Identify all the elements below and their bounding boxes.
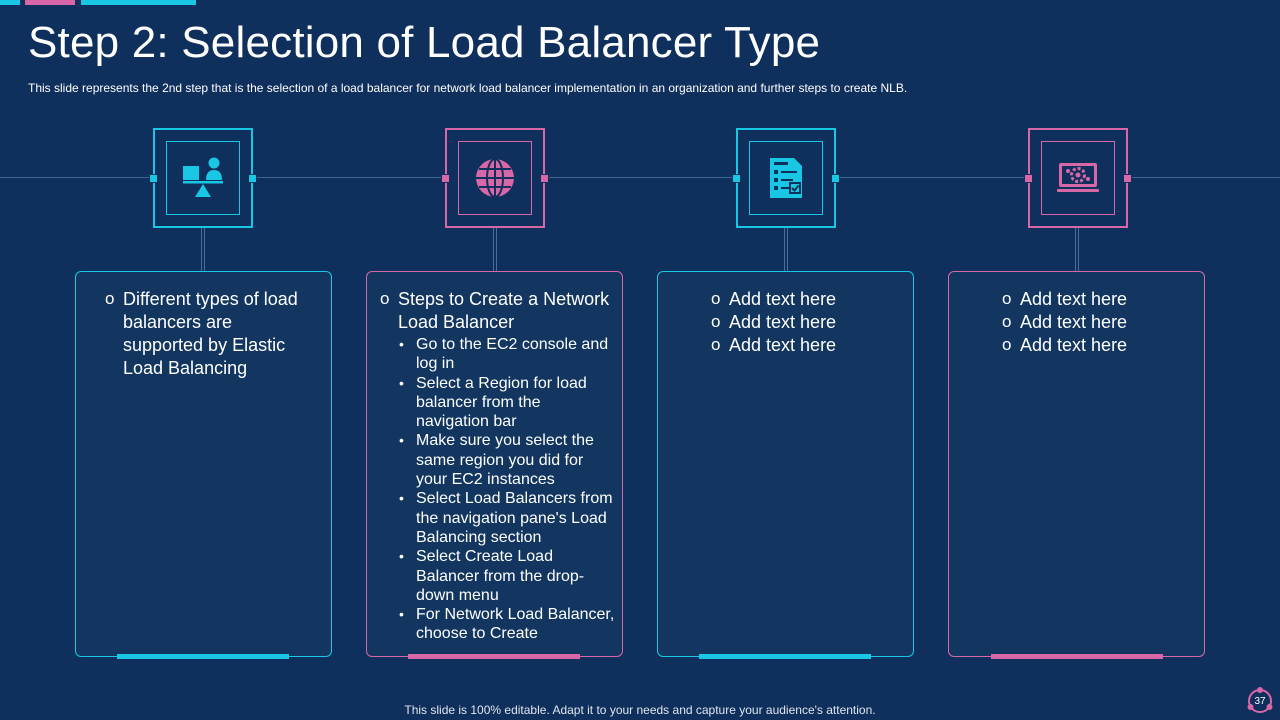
step-3-icon-inner — [749, 141, 823, 215]
top-accent-bar-cyan-2 — [81, 0, 196, 5]
step-3-item: Add text here — [711, 310, 901, 334]
globe-icon — [476, 158, 514, 198]
step-3-stem — [784, 228, 788, 272]
step-3-list: Add text here Add text here Add text her… — [711, 287, 901, 357]
step-4-list: Add text here Add text here Add text her… — [1002, 287, 1192, 357]
step-1-item: Different types of load balancers are su… — [105, 287, 305, 380]
gear-screen-icon — [1057, 163, 1099, 192]
slide-title: Step 2: Selection of Load Balancer Type — [28, 18, 821, 67]
step-2-card-underline — [408, 654, 580, 659]
checklist-document-icon — [770, 158, 802, 198]
step-2-left-connector — [441, 174, 450, 183]
step-4-item: Add text here — [1002, 287, 1192, 311]
step-3-item: Add text here — [711, 333, 901, 357]
step-3-left-connector — [732, 174, 741, 183]
step-2-stem — [493, 228, 497, 272]
slide-footer-note: This slide is 100% editable. Adapt it to… — [404, 703, 876, 717]
step-4-item: Add text here — [1002, 310, 1192, 334]
page-number-badge-icon — [1247, 687, 1273, 713]
step-2-sublist: Go to the EC2 console and log in Select … — [398, 335, 616, 644]
step-1-icon-inner — [166, 141, 240, 215]
page-number: 37 — [1254, 696, 1266, 707]
step-2-heading: Steps to Create a Network Load Balancer — [398, 289, 610, 332]
step-1-icon-frame — [149, 128, 257, 228]
top-accent-bar-pink — [25, 0, 75, 5]
step-4-icon-inner — [1041, 141, 1115, 215]
step-1-card-underline — [117, 654, 289, 659]
step-4-left-connector — [1024, 174, 1033, 183]
step-2-subitem: Select a Region for load balancer from t… — [398, 374, 616, 432]
step-3-right-connector — [831, 174, 840, 183]
step-2-subitem: For Network Load Balancer, choose to Cre… — [398, 605, 616, 644]
step-2-subitem: Select Create Load Balancer from the dro… — [398, 547, 616, 605]
step-2-card: Steps to Create a Network Load Balancer … — [366, 271, 623, 657]
step-2-item: Steps to Create a Network Load Balancer … — [380, 287, 616, 644]
step-4-item: Add text here — [1002, 333, 1192, 357]
step-1-list: Different types of load balancers are su… — [105, 287, 305, 380]
step-2-icon-frame — [441, 128, 549, 228]
step-4-stem — [1075, 228, 1079, 272]
step-1-stem — [201, 228, 205, 272]
step-2-icon-inner — [458, 141, 532, 215]
step-4-icon-frame — [1024, 128, 1132, 228]
step-1-left-connector — [149, 174, 158, 183]
step-4-right-connector — [1123, 174, 1132, 183]
step-1-card: Different types of load balancers are su… — [75, 271, 332, 657]
step-3-item: Add text here — [711, 287, 901, 311]
step-1-right-connector — [248, 174, 257, 183]
scale-comparison-icon — [183, 157, 223, 197]
step-3-card-underline — [699, 654, 871, 659]
slide-subtitle: This slide represents the 2nd step that … — [28, 81, 908, 95]
step-2-subitem: Go to the EC2 console and log in — [398, 335, 616, 374]
step-2-subitem: Select Load Balancers from the navigatio… — [398, 489, 616, 547]
step-3-icon-frame — [732, 128, 840, 228]
step-4-card: Add text here Add text here Add text her… — [948, 271, 1205, 657]
step-4-card-underline — [991, 654, 1163, 659]
step-2-right-connector — [540, 174, 549, 183]
step-3-card: Add text here Add text here Add text her… — [657, 271, 914, 657]
top-accent-bar-cyan-1 — [0, 0, 20, 5]
step-2-list: Steps to Create a Network Load Balancer … — [380, 287, 616, 644]
timeline-line — [0, 177, 1280, 178]
step-2-subitem: Make sure you select the same region you… — [398, 431, 616, 489]
